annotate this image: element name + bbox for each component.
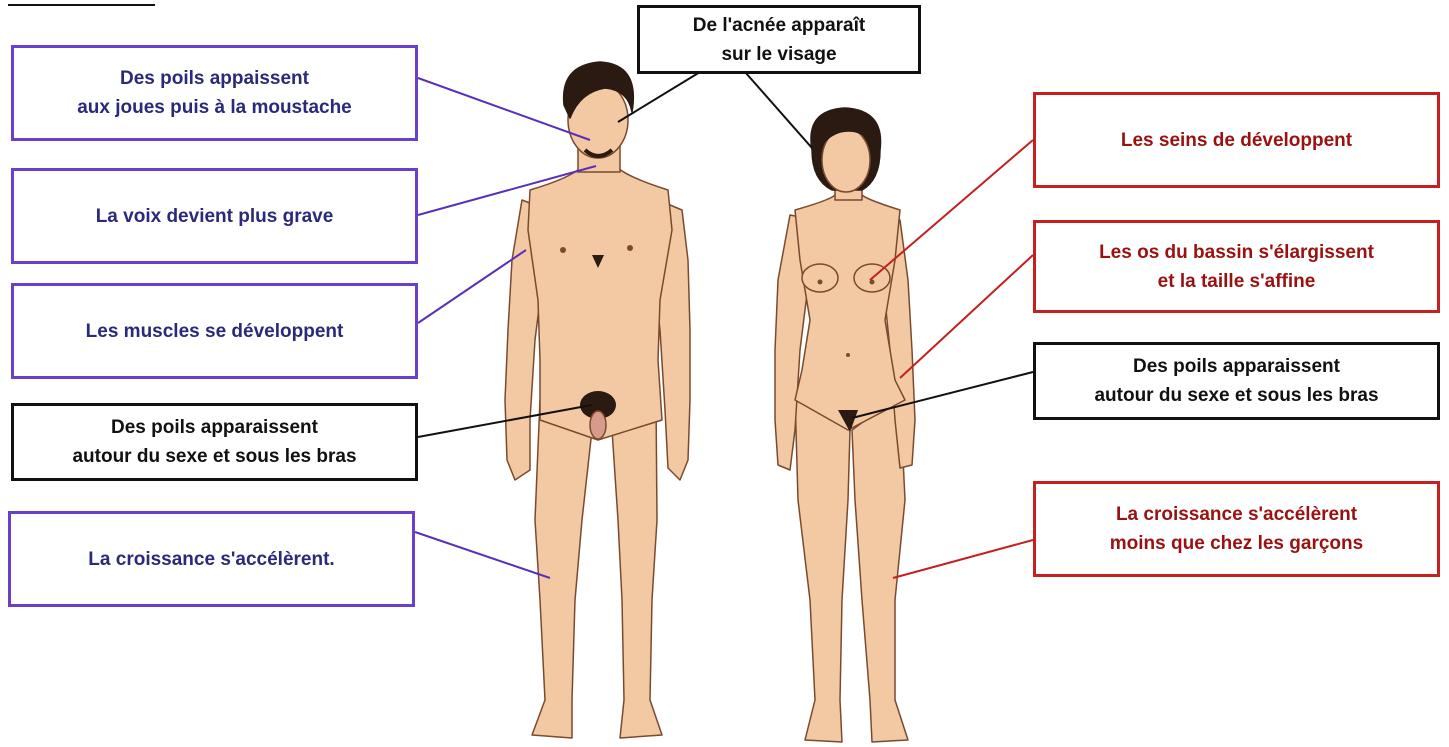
label-boy-voice-text: La voix devient plus grave: [96, 202, 334, 231]
connector-boy-growth: [415, 532, 550, 578]
label-boy-muscles-text: Les muscles se développent: [86, 317, 344, 346]
label-girl-hips-text: Les os du bassin s'élargissent et la tai…: [1099, 238, 1374, 296]
label-boy-muscles: Les muscles se développent: [11, 283, 418, 379]
label-girl-growth-text: La croissance s'accélèrent moins que che…: [1110, 500, 1363, 558]
label-boy-voice: La voix devient plus grave: [11, 168, 418, 264]
label-boy-body-hair-text: Des poils apparaissent autour du sexe et…: [72, 413, 356, 471]
female-figure: [775, 108, 915, 742]
label-boy-growth-text: La croissance s'accélèrent.: [88, 545, 334, 574]
label-girl-growth: La croissance s'accélèrent moins que che…: [1033, 481, 1440, 577]
label-boy-growth: La croissance s'accélèrent.: [8, 511, 415, 607]
label-boy-facial-hair: Des poils appaissent aux joues puis à la…: [11, 45, 418, 141]
label-acne-text: De l'acnée apparaît sur le visage: [693, 11, 865, 69]
label-boy-facial-hair-text: Des poils appaissent aux joues puis à la…: [77, 64, 352, 122]
connector-girl-growth: [893, 540, 1033, 578]
label-boy-body-hair: Des poils apparaissent autour du sexe et…: [11, 403, 418, 481]
label-girl-breasts-text: Les seins de développent: [1121, 126, 1352, 155]
label-acne: De l'acnée apparaît sur le visage: [637, 5, 921, 74]
label-girl-breasts: Les seins de développent: [1033, 92, 1440, 188]
connector-acne-girl: [745, 72, 812, 148]
label-girl-body-hair-text: Des poils apparaissent autour du sexe et…: [1094, 352, 1378, 410]
label-girl-hips: Les os du bassin s'élargissent et la tai…: [1033, 220, 1440, 313]
male-figure: [505, 62, 690, 738]
label-girl-body-hair: Des poils apparaissent autour du sexe et…: [1033, 342, 1440, 420]
connector-girl-hips: [900, 255, 1033, 378]
